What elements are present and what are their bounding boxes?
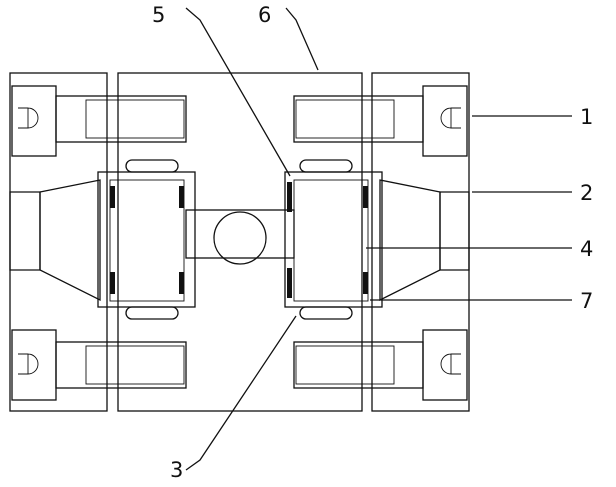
callout-1: 1 — [580, 105, 593, 129]
bolt-bottom-left — [11, 329, 187, 401]
left-window-chamber — [97, 171, 196, 308]
center-body — [117, 72, 363, 412]
callout-3: 3 — [170, 458, 183, 482]
callout-4: 4 — [580, 237, 593, 261]
seal-strip — [287, 182, 292, 212]
left-glass-window — [109, 179, 185, 302]
bolt-bottom-right — [293, 329, 468, 401]
leader-lines — [185, 7, 572, 471]
center-port — [213, 211, 267, 265]
callout-7: 7 — [580, 289, 593, 313]
right-window-chamber — [284, 171, 383, 308]
right-side-body — [371, 72, 470, 412]
left-side-body — [9, 72, 108, 412]
flow-channels — [9, 179, 470, 302]
callout-6: 6 — [258, 3, 271, 27]
bolt-top-left — [11, 85, 187, 157]
bolt-top-right — [293, 85, 468, 157]
mesh-gaskets — [125, 159, 353, 320]
callout-2: 2 — [580, 181, 593, 205]
right-glass-window — [293, 179, 369, 302]
callout-5: 5 — [152, 3, 165, 27]
